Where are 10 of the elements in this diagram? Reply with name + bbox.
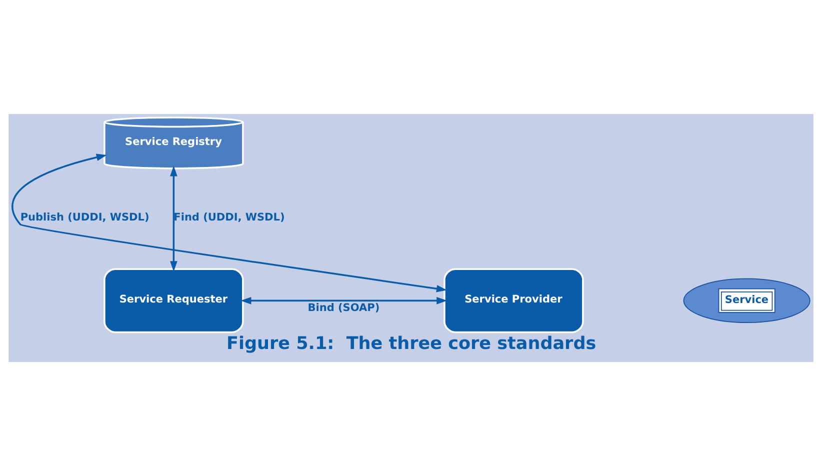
caption: Figure 5.1: The three core standards	[226, 334, 596, 354]
node-box: Service Provider	[444, 268, 584, 334]
arrow	[240, 296, 448, 304]
edge-label: Find (UDDI, WSDL)	[174, 212, 285, 224]
arrow	[12, 154, 448, 292]
edge-label: Bind (SOAP)	[308, 302, 380, 314]
node-box: Service Requester	[104, 268, 244, 334]
arrow	[170, 166, 178, 272]
node-ellipse: Service	[683, 278, 810, 323]
edge-label: Publish (UDDI, WSDL)	[20, 212, 150, 224]
